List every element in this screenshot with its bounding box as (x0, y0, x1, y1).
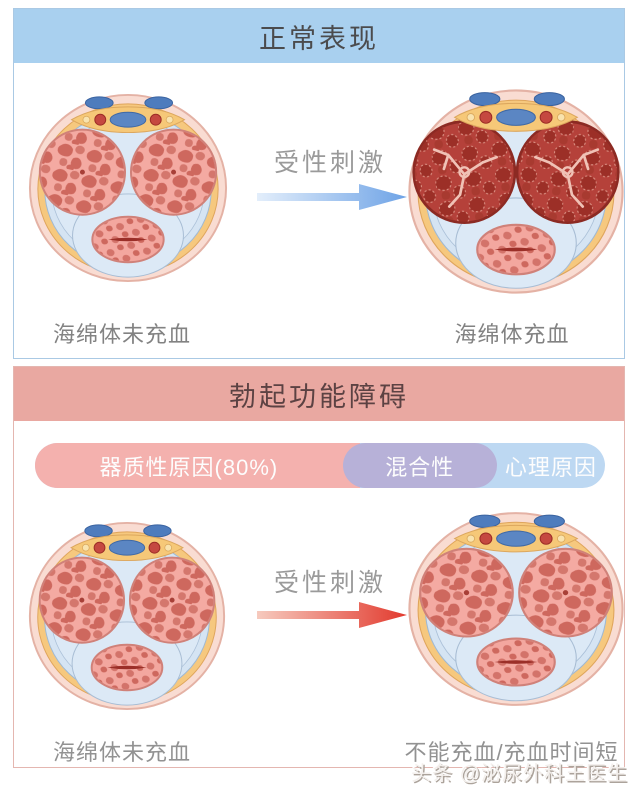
cross-section-flaccid-normal (24, 89, 232, 287)
causes-segment-organic (35, 443, 360, 488)
causes-label-psychological: 心理原因 (504, 454, 597, 480)
causes-bar: 器质性原因(80%) 混合性 心理原因 (35, 443, 605, 488)
stimulus-label-ed: 受性刺激 (273, 569, 386, 597)
arrow-right-blue-icon (257, 184, 407, 210)
arrow-right-red-icon (257, 602, 407, 628)
caption-ed-right: 不能充血/充血时间短 (404, 740, 619, 765)
panel-ed: 勃起功能障碍 器质性原因(80%) 混合性 心理原因 受性刺激 海绵体未充血 不… (13, 366, 625, 768)
caption-normal-left: 海绵体未充血 (52, 322, 191, 347)
causes-label-organic: 器质性原因(80%) (99, 454, 279, 480)
panel-ed-title: 勃起功能障碍 (14, 367, 624, 421)
causes-label-mixed: 混合性 (385, 454, 455, 480)
cross-section-engorged-normal (403, 84, 629, 299)
stimulus-label-normal: 受性刺激 (273, 149, 386, 177)
caption-normal-right: 海绵体充血 (454, 322, 570, 347)
watermark-toutiao: 头条 @泌尿外科王医生 (411, 763, 628, 785)
cross-section-flaccid-ed-right (403, 507, 629, 711)
cross-section-flaccid-ed-left (24, 517, 230, 715)
panel-normal-title: 正常表现 (14, 9, 624, 63)
panel-normal: 正常表现 受性刺激 海绵体未充血 海绵体充血 (13, 8, 625, 359)
caption-ed-left: 海绵体未充血 (52, 740, 191, 765)
causes-segment-mixed (342, 443, 497, 488)
